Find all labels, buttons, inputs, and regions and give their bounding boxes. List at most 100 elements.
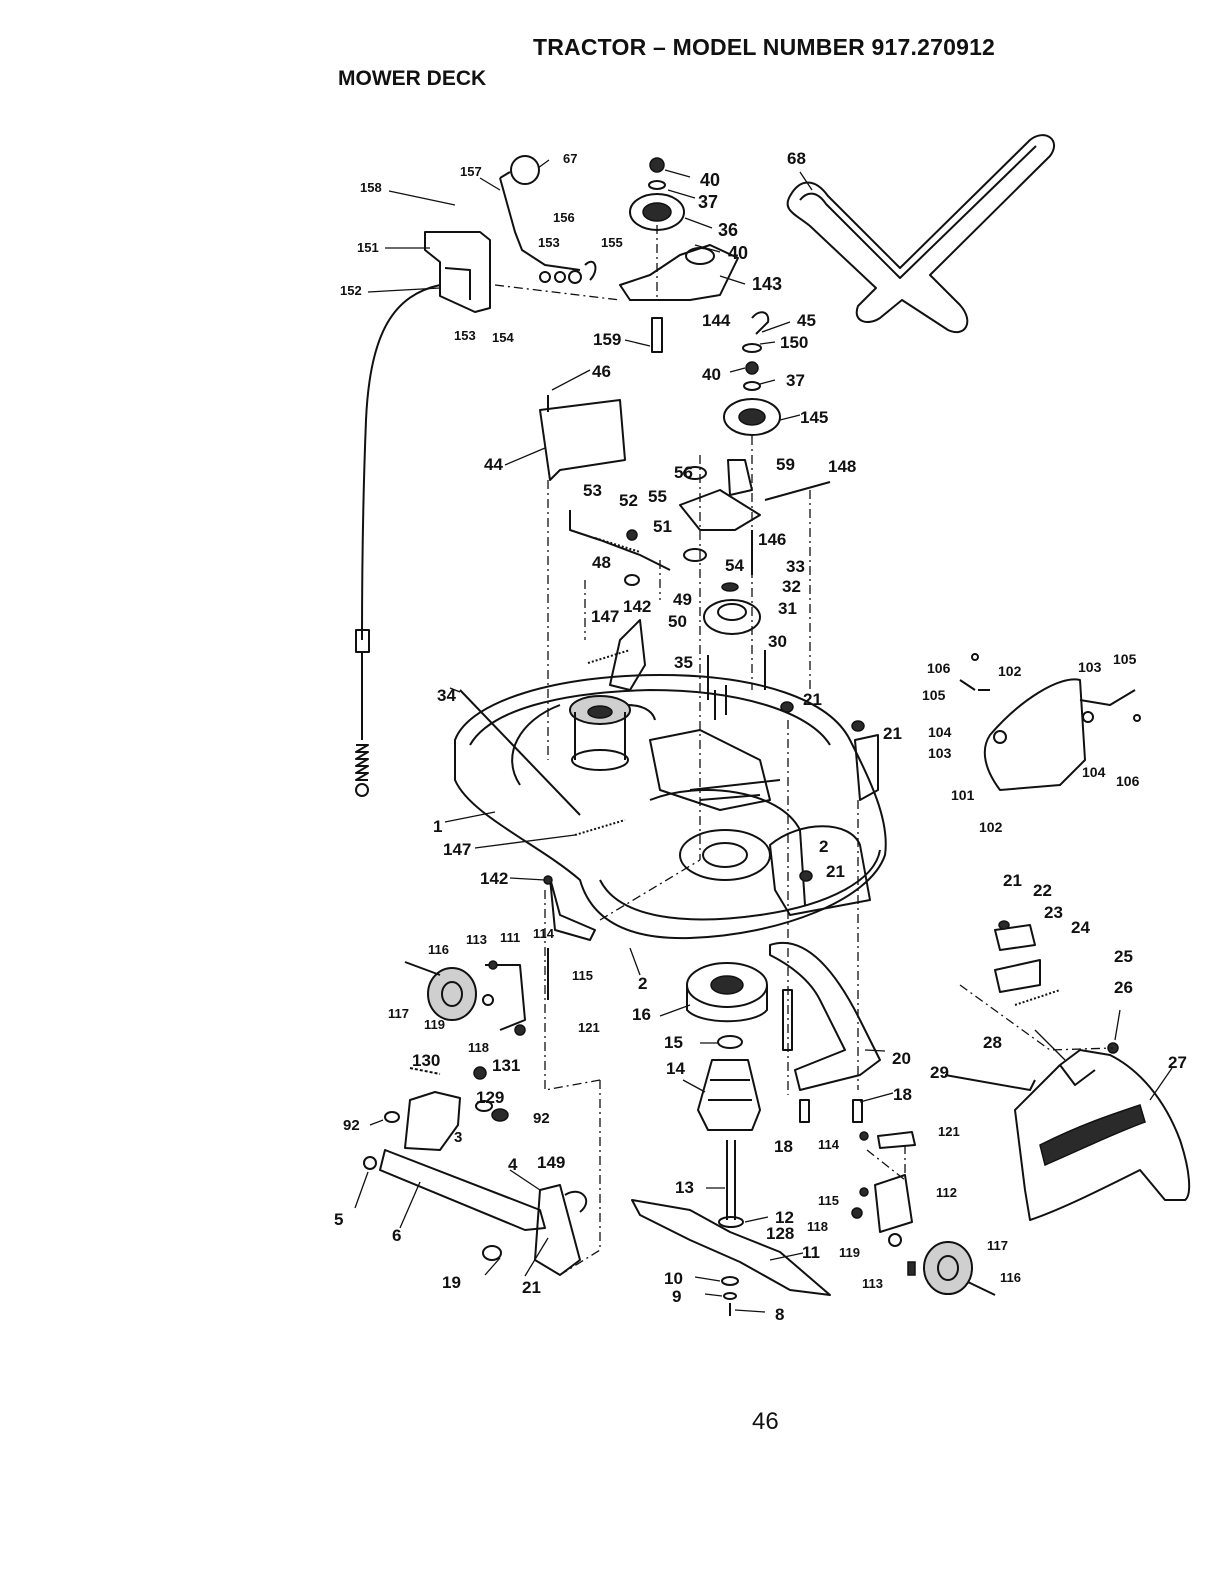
callout-21: 21: [522, 1278, 541, 1297]
callout-113: 113: [466, 932, 487, 947]
deck-rear-arm: [769, 941, 881, 1123]
deck-baffle-right: [769, 825, 871, 916]
page-title: TRACTOR – MODEL NUMBER 917.270912: [533, 34, 996, 60]
callout-2: 2: [638, 974, 647, 993]
deck-pulley-center: [703, 582, 766, 720]
callout-68: 68: [787, 149, 806, 168]
callout-111: 111: [500, 930, 520, 945]
deck-lift-cable: [355, 284, 441, 797]
callout-106: 106: [927, 660, 951, 676]
callout-147: 147: [591, 607, 619, 626]
bracket-142-lower: [543, 859, 701, 1091]
callout-53: 53: [583, 481, 602, 500]
callout-32: 32: [782, 577, 801, 596]
callout-149: 149: [537, 1153, 565, 1172]
callout-117: 117: [987, 1238, 1008, 1253]
callout-52: 52: [619, 491, 638, 510]
callout-143: 143: [752, 274, 782, 294]
callout-142: 142: [480, 869, 508, 888]
callout-121: 121: [938, 1124, 960, 1139]
callout-129: 129: [476, 1088, 504, 1107]
callout-116: 116: [1000, 1270, 1021, 1285]
callout-55: 55: [648, 487, 667, 506]
discharge-deflector-upper: [959, 653, 1141, 791]
callout-115: 115: [572, 968, 593, 983]
callout-45: 45: [797, 311, 816, 330]
callout-40: 40: [702, 365, 721, 384]
callout-154: 154: [492, 330, 514, 345]
callout-1: 1: [433, 817, 442, 836]
callout-14: 14: [666, 1059, 685, 1078]
callout-105: 105: [922, 687, 946, 703]
callout-116: 116: [428, 942, 449, 957]
callout-40: 40: [728, 243, 748, 263]
discharge-chute: [944, 1049, 1191, 1221]
callout-35: 35: [674, 653, 693, 672]
callout-46: 46: [592, 362, 611, 381]
mower-belt: [786, 134, 1056, 333]
callout-106: 106: [1116, 773, 1140, 789]
callout-24: 24: [1071, 918, 1090, 937]
hanger-bracket-front: [482, 1080, 601, 1276]
callout-92: 92: [533, 1110, 550, 1127]
callout-156: 156: [553, 210, 575, 225]
callout-21: 21: [803, 690, 822, 709]
lift-handle: [499, 155, 581, 271]
callout-10: 10: [664, 1269, 683, 1288]
callout-33: 33: [786, 557, 805, 576]
callout-18: 18: [893, 1085, 912, 1104]
callout-103: 103: [1078, 659, 1102, 675]
callout-36: 36: [718, 220, 738, 240]
callout-21: 21: [883, 724, 902, 743]
callout-6: 6: [392, 1226, 401, 1245]
deck-hardware-21: [780, 701, 879, 1095]
callout-28: 28: [983, 1033, 1002, 1052]
callout-29: 29: [930, 1063, 949, 1082]
callout-56: 56: [674, 463, 693, 482]
idler-bracket-center: [679, 459, 831, 575]
tension-spring-and-rod: [569, 510, 671, 586]
front-hanger: [384, 1066, 509, 1151]
callout-155: 155: [601, 235, 623, 250]
callout-103: 103: [928, 745, 952, 761]
callout-153: 153: [454, 328, 476, 343]
callout-16: 16: [632, 1005, 651, 1024]
callout-5: 5: [334, 1210, 343, 1229]
callout-128: 128: [766, 1224, 794, 1243]
callout-151: 151: [357, 240, 379, 255]
lift-bracket: [424, 231, 491, 313]
callout-25: 25: [1114, 947, 1133, 966]
spring-lower: [574, 819, 626, 836]
callout-27: 27: [1168, 1053, 1187, 1072]
callout-51: 51: [653, 517, 672, 536]
callout-118: 118: [468, 1040, 489, 1055]
callout-145: 145: [800, 408, 828, 427]
callout-34: 34: [437, 686, 456, 705]
callout-23: 23: [1044, 903, 1063, 922]
idler-pulley-right: [723, 311, 781, 690]
callout-102: 102: [998, 663, 1022, 679]
callout-150: 150: [780, 333, 808, 352]
callout-3: 3: [454, 1129, 462, 1146]
callout-37: 37: [786, 371, 805, 390]
callout-40: 40: [700, 170, 720, 190]
callout-50: 50: [668, 612, 687, 631]
callout-119: 119: [839, 1245, 860, 1260]
callout-147: 147: [443, 840, 471, 859]
callout-105: 105: [1113, 651, 1137, 667]
spindle-assembly: [686, 962, 768, 1228]
callout-121: 121: [578, 1020, 600, 1035]
callout-157: 157: [460, 164, 482, 179]
callout-152: 152: [340, 283, 362, 298]
callout-4: 4: [508, 1155, 518, 1174]
callout-13: 13: [675, 1178, 694, 1197]
callout-11: 11: [802, 1243, 820, 1262]
callout-159: 159: [593, 330, 621, 349]
callout-20: 20: [892, 1049, 911, 1068]
callout-31: 31: [778, 599, 797, 618]
idler-pulley-top: [629, 157, 685, 353]
callout-144: 144: [702, 311, 731, 330]
spindle-pulley-on-deck: [569, 695, 631, 771]
mower-deck-shell: [454, 674, 887, 940]
callout-117: 117: [388, 1006, 409, 1021]
